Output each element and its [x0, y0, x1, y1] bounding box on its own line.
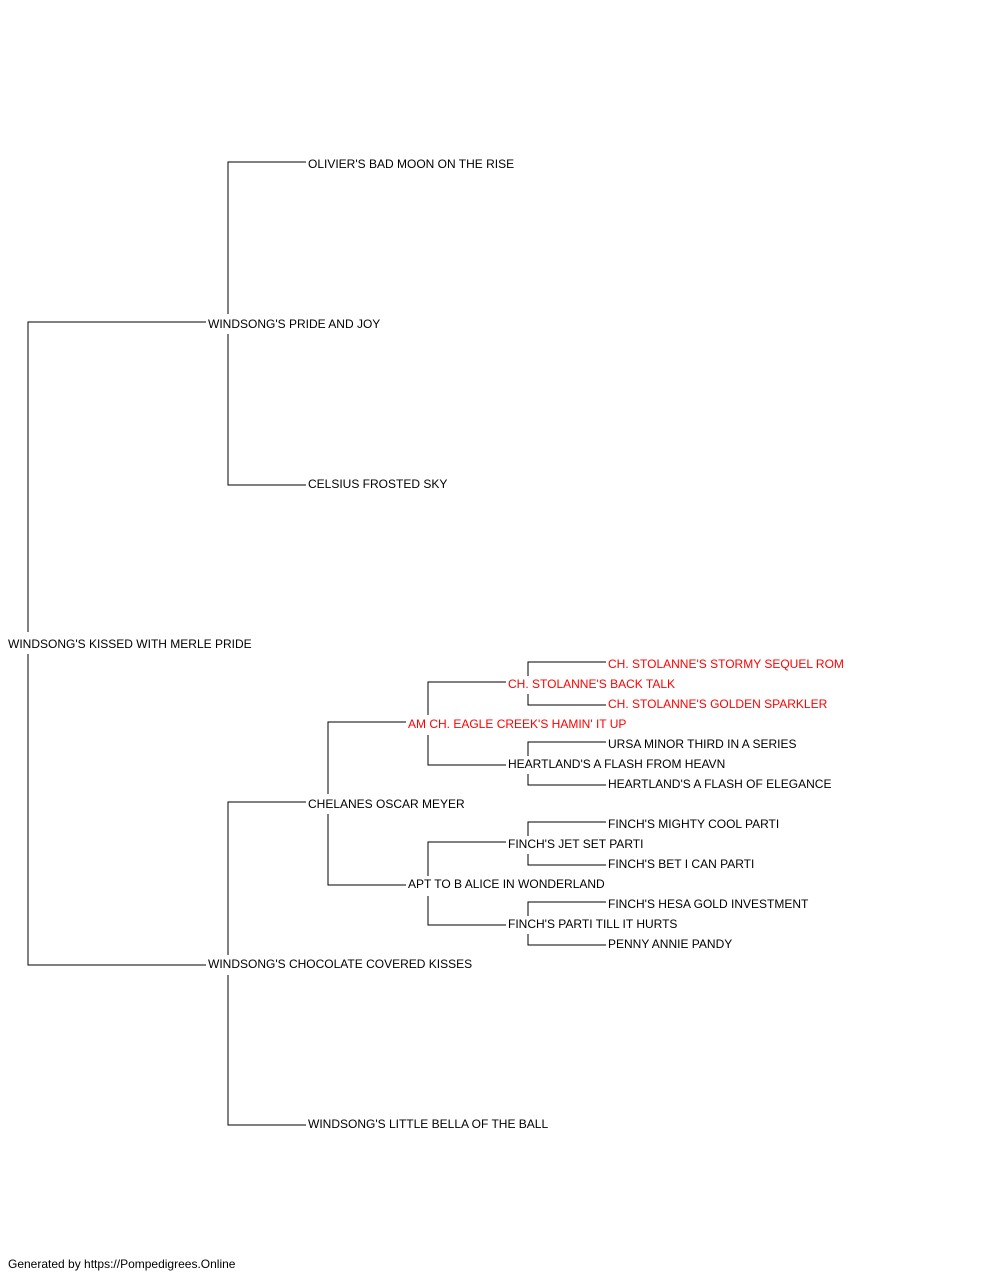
- ursa-minor-name: URSA MINOR THIRD IN A SERIES: [608, 737, 796, 751]
- penny-annie-pandy-name: PENNY ANNIE PANDY: [608, 937, 732, 951]
- connector-heartland-dam: [527, 774, 606, 786]
- dam-sire-sire-name: AM CH. EAGLE CREEK'S HAMIN' IT UP: [408, 717, 626, 731]
- connector-alice-sire: [427, 841, 506, 876]
- connector-partitill-dam: [527, 934, 606, 946]
- connector-dam-dam: [227, 975, 306, 1126]
- bet-i-can-parti-name: FINCH'S BET I CAN PARTI: [608, 857, 754, 871]
- flash-of-elegance-name: HEARTLAND'S A FLASH OF ELEGANCE: [608, 777, 831, 791]
- connector-jetset-sire: [527, 821, 606, 836]
- connector-subject-sire: [27, 321, 206, 632]
- heartland-flash-heavn-name: HEARTLAND'S A FLASH FROM HEAVN: [508, 757, 725, 771]
- connector-sire-dam: [227, 334, 306, 486]
- sire-sire-name: OLIVIER'S BAD MOON ON THE RISE: [308, 157, 514, 171]
- connector-eagle-sire: [427, 681, 506, 715]
- connector-oscar-dam: [327, 814, 406, 886]
- connector-subject-dam: [27, 654, 206, 966]
- dam-sire-dam-name: APT TO B ALICE IN WONDERLAND: [408, 877, 605, 891]
- parti-till-it-hurts-name: FINCH'S PARTI TILL IT HURTS: [508, 917, 677, 931]
- subject-name: WINDSONG'S KISSED WITH MERLE PRIDE: [8, 637, 252, 651]
- pedigree-tree: WINDSONG'S KISSED WITH MERLE PRIDE WINDS…: [8, 157, 844, 1131]
- dam-name: WINDSONG'S CHOCOLATE COVERED KISSES: [208, 957, 472, 971]
- sire-dam-name: CELSIUS FROSTED SKY: [308, 477, 447, 491]
- generated-by-footer: Generated by https://Pompedigrees.Online: [8, 1257, 236, 1271]
- connector-sire-sire: [227, 161, 306, 314]
- stormy-sequel-name: CH. STOLANNE'S STORMY SEQUEL ROM: [608, 657, 844, 671]
- sire-name: WINDSONG'S PRIDE AND JOY: [208, 317, 380, 331]
- dam-sire-name: CHELANES OSCAR MEYER: [308, 797, 465, 811]
- golden-sparkler-name: CH. STOLANNE'S GOLDEN SPARKLER: [608, 697, 828, 711]
- dam-dam-name: WINDSONG'S LITTLE BELLA OF THE BALL: [308, 1117, 548, 1131]
- hesa-gold-investment-name: FINCH'S HESA GOLD INVESTMENT: [608, 897, 809, 911]
- mighty-cool-parti-name: FINCH'S MIGHTY COOL PARTI: [608, 817, 779, 831]
- connector-backtalk-dam: [527, 694, 606, 706]
- connector-dam-sire: [227, 801, 306, 955]
- connector-jetset-dam: [527, 854, 606, 866]
- jet-set-parti-name: FINCH'S JET SET PARTI: [508, 837, 643, 851]
- connector-partitill-sire: [527, 901, 606, 916]
- connector-alice-dam: [427, 896, 506, 926]
- connector-heartland-sire: [527, 741, 606, 756]
- connector-oscar-sire: [327, 721, 406, 794]
- connector-eagle-dam: [427, 735, 506, 766]
- backtalk-name: CH. STOLANNE'S BACK TALK: [508, 677, 675, 691]
- connector-backtalk-sire: [527, 661, 606, 676]
